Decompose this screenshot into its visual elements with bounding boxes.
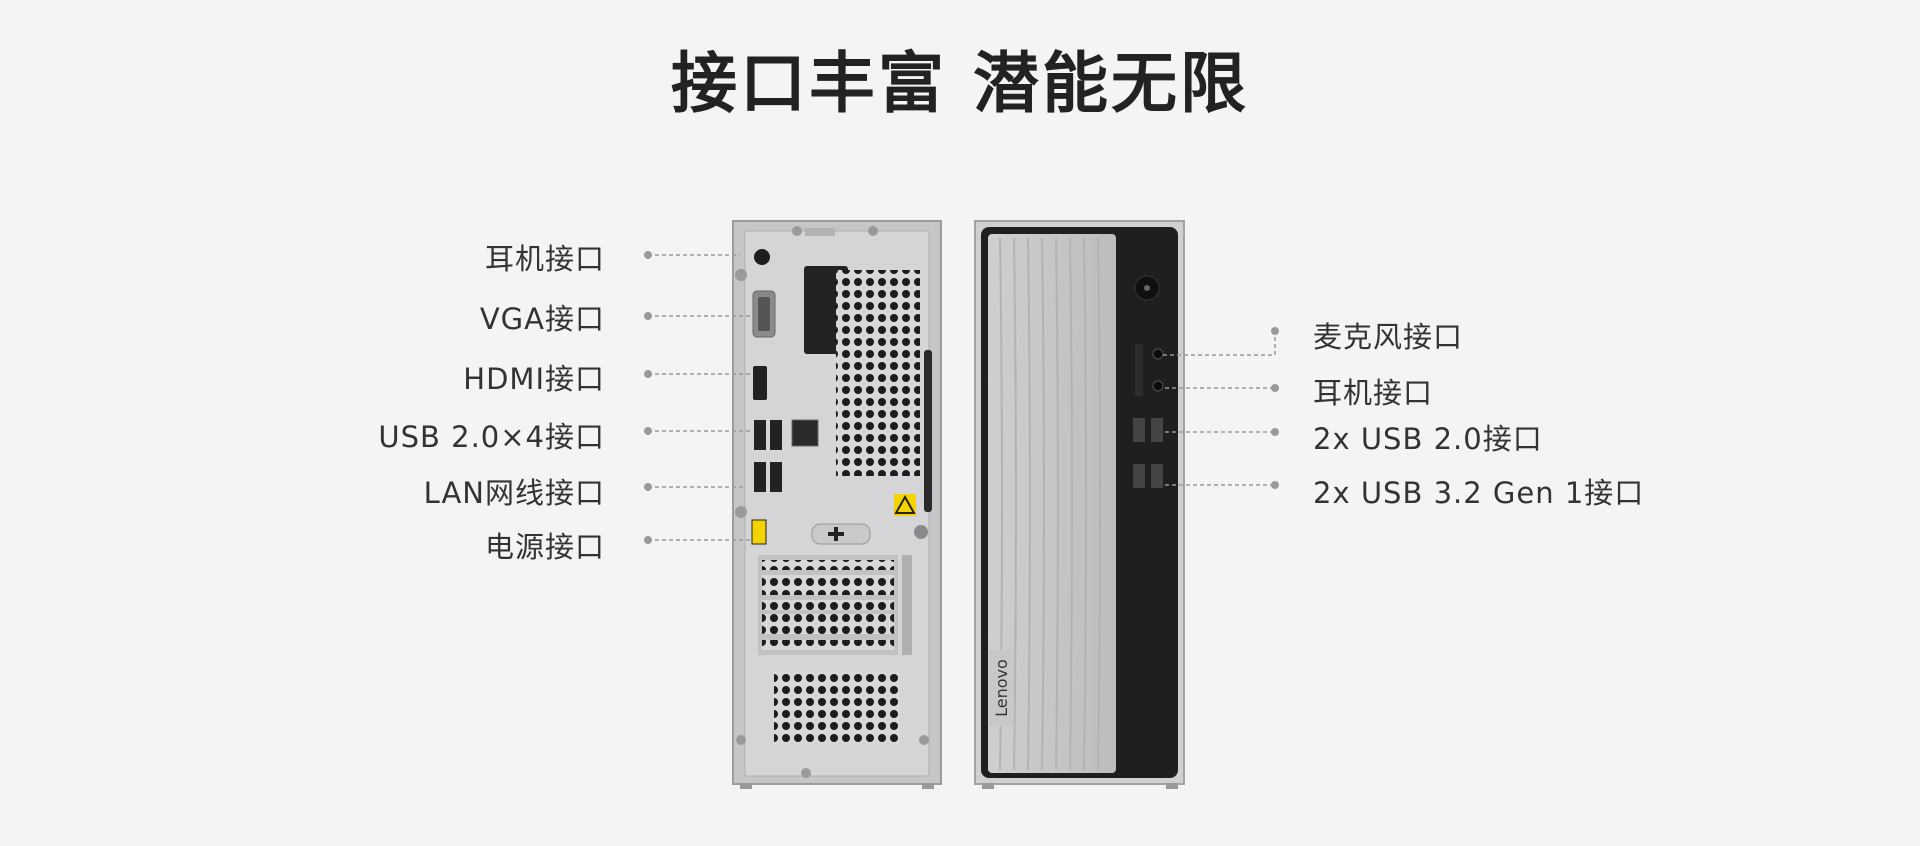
lenovo-logo: Lenovo [992,659,1011,717]
rear-headphone-port [754,249,770,265]
rear-vga-port-label: VGA接口 [479,302,605,336]
left-callouts [644,251,752,544]
front-mic-port [1152,348,1164,360]
rear-power-port [751,519,767,545]
rear-power-port-label: 电源接口 [484,530,605,564]
rear-hdmi-port-label: HDMI接口 [463,362,605,396]
front-usb3-port-label: 2x USB 3.2 Gen 1接口 [1313,476,1645,510]
rear-lan-port [791,419,819,447]
front-usb2-ports [1133,418,1163,442]
rear-lan-port-label: LAN网线接口 [423,476,605,510]
rear-headphone-port-label: 耳机接口 [484,242,605,276]
front-headphone-port-label: 耳机接口 [1313,376,1434,410]
front-headphone-port [1152,380,1164,392]
rear-hdmi-port [753,366,767,400]
rear-usb2-port-label: USB 2.0×4接口 [378,420,605,454]
front-chassis: Lenovo [974,220,1185,789]
front-usb3-ports [1133,464,1163,488]
page-title: 接口丰富 潜能无限 [671,45,1249,122]
front-usb2-port-label: 2x USB 2.0接口 [1313,422,1543,456]
rear-chassis [732,220,942,789]
right-callouts [1163,327,1279,489]
rear-usb2-ports [754,420,782,492]
front-mic-port-label: 麦克风接口 [1313,320,1464,354]
